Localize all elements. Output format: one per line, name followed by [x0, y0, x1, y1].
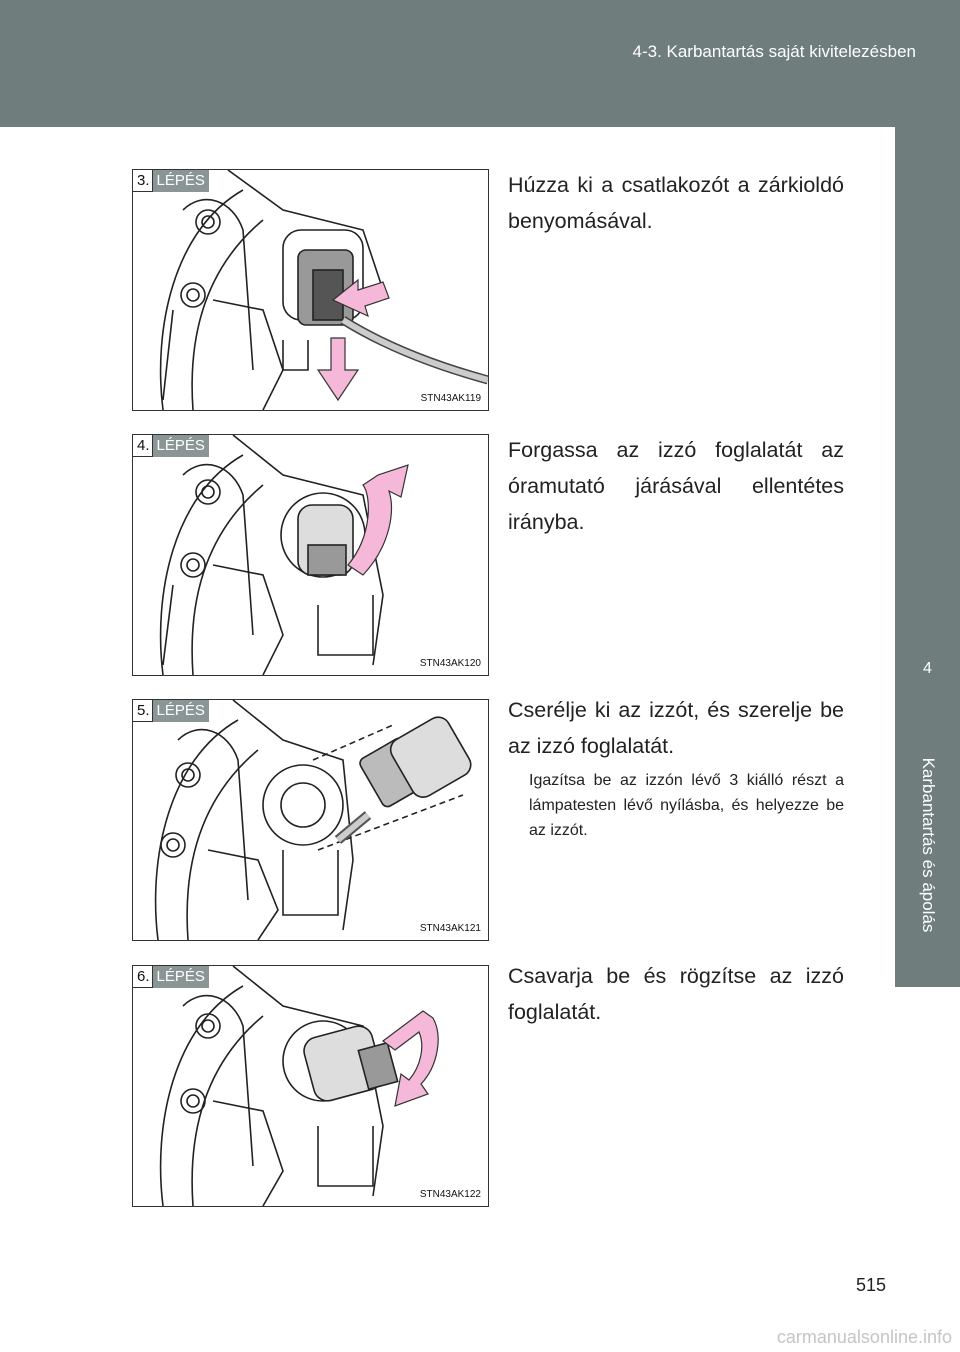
- push-arrow-icon: [331, 278, 390, 318]
- step-3-figure: 3. LÉPÉS STN43AK119: [132, 169, 489, 411]
- step-4-figure: 4. LÉPÉS STN43AK120: [132, 434, 489, 676]
- headlamp-illustration: [154, 700, 472, 940]
- headlamp-illustration: [159, 170, 488, 410]
- step-5-figure: 5. LÉPÉS STN43AK121: [132, 699, 489, 941]
- step-badge: 4. LÉPÉS: [133, 435, 209, 457]
- section-title: 4-3. Karbantartás saját kivitelezésben: [632, 42, 917, 61]
- chapter-label: Karbantartás és ápolás: [919, 757, 938, 933]
- watermark: carmanualsonline.info: [776, 1327, 952, 1347]
- pull-down-arrow-icon: [316, 337, 360, 402]
- step-badge: 3. LÉPÉS: [133, 170, 209, 192]
- step-badge: 5. LÉPÉS: [133, 700, 209, 722]
- headlamp-illustration: [159, 435, 409, 675]
- step-3-instruction: Húzza ki a csatlakozót a zárkiol­dó beny…: [508, 173, 844, 233]
- figure-code: STN43AK119: [419, 393, 482, 404]
- step-6-instruction: Csavarja be és rögzítse az izzó foglalat…: [508, 964, 844, 1024]
- page-header: 4-3. Karbantartás saját kivitelezésben: [0, 0, 960, 127]
- page-number: 515: [855, 1275, 886, 1295]
- step-6-figure: 6. LÉPÉS STN43AK122: [132, 965, 489, 1207]
- step-4-instruction: Forgassa az izzó foglalatát az óramutató…: [508, 438, 844, 534]
- figure-code: STN43AK121: [418, 923, 482, 934]
- chapter-tab: [895, 127, 960, 987]
- rotate-counterclockwise-arrow-icon: [347, 464, 409, 576]
- headlamp-illustration: [159, 966, 439, 1206]
- figure-code: STN43AK122: [418, 1189, 482, 1200]
- chapter-number: 4: [923, 660, 932, 677]
- figure-code: STN43AK120: [418, 658, 482, 669]
- step-5-note: Igazítsa be az izzón lévő 3 kiálló részt…: [529, 772, 844, 839]
- bulb-icon: [334, 716, 472, 844]
- step-badge: 6. LÉPÉS: [133, 966, 209, 988]
- rotate-clockwise-arrow-icon: [382, 1010, 439, 1107]
- step-5-instruction: Cserélje ki az izzót, és szerelje be az …: [508, 698, 844, 758]
